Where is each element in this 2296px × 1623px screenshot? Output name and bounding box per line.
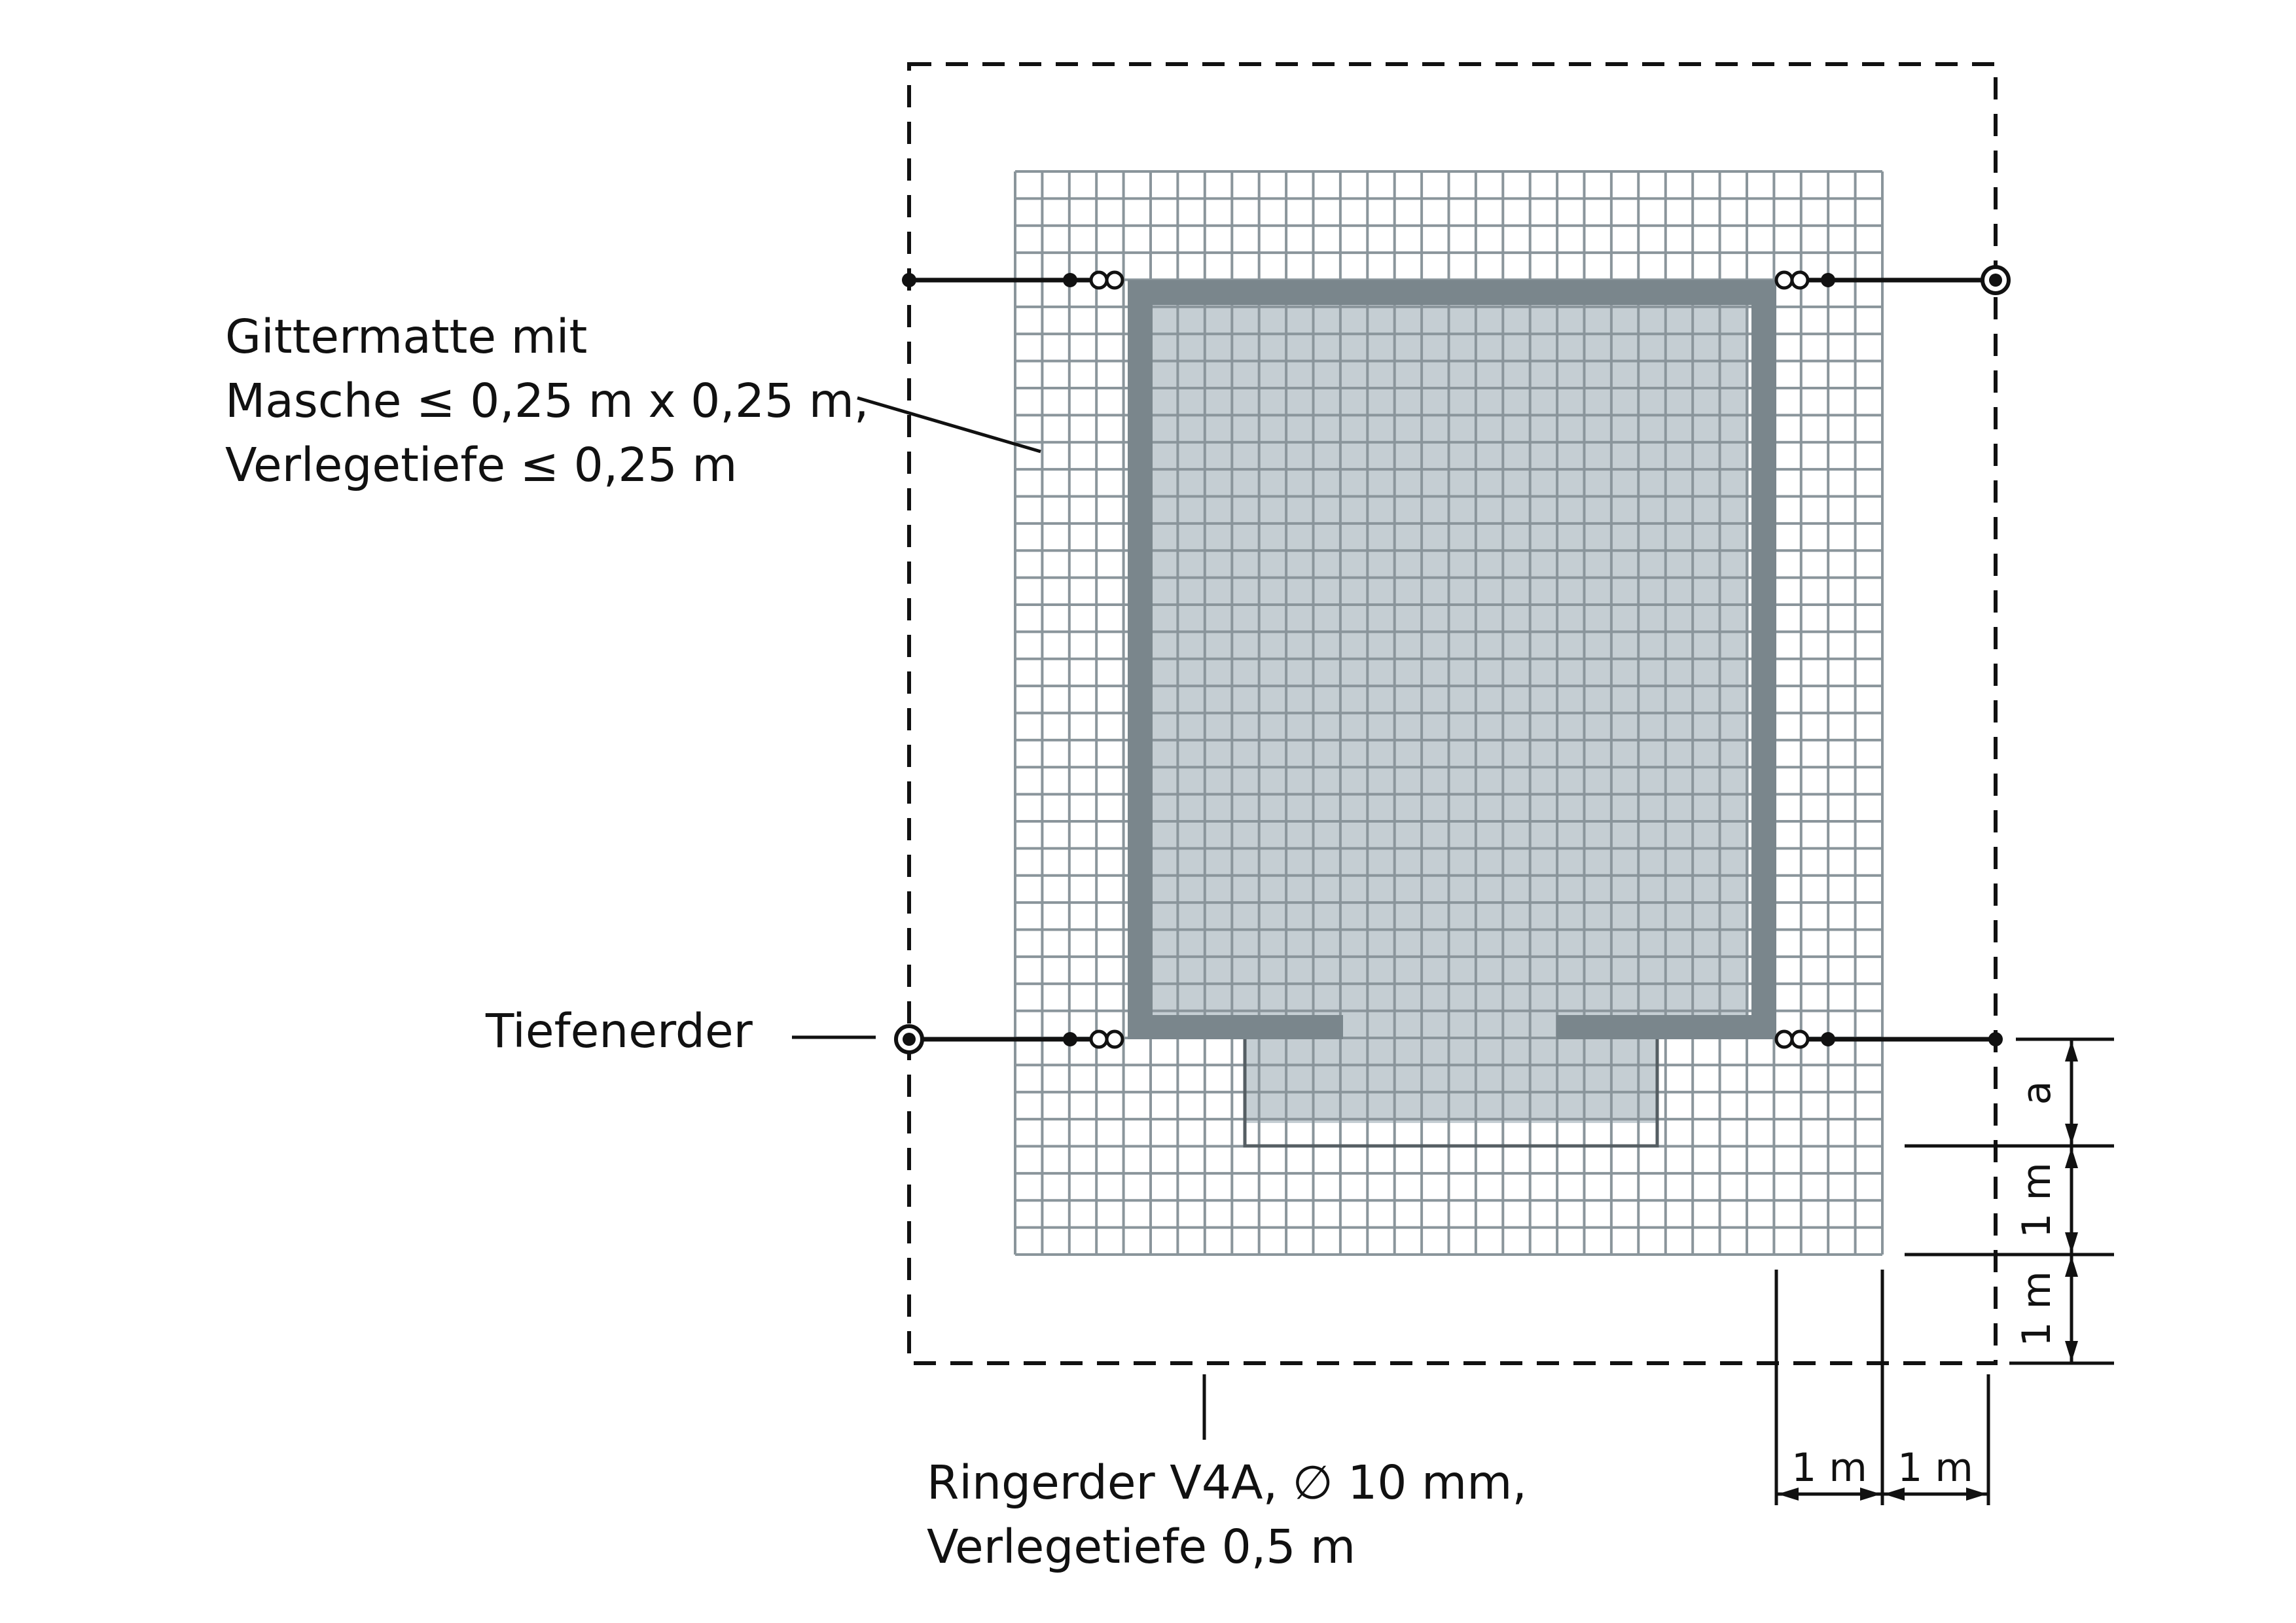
dim-label-a: a bbox=[2014, 1081, 2060, 1105]
terminal-clamp-icon bbox=[1790, 270, 1810, 290]
terminal-clamp-icon bbox=[1774, 270, 1794, 290]
junction-dot bbox=[902, 273, 916, 287]
junction-dot bbox=[1821, 273, 1835, 287]
entrance-outline bbox=[1243, 1029, 1659, 1148]
junction-dot bbox=[1821, 1032, 1835, 1046]
dimension-lines bbox=[1774, 1037, 2114, 1505]
dim-label-right-upper: 1 m bbox=[2014, 1162, 2060, 1238]
deep-earth-electrode-top-right bbox=[1981, 265, 2011, 295]
terminal-clamp-icon bbox=[1089, 1029, 1109, 1049]
arrow-left-icon bbox=[1778, 1488, 1799, 1501]
connection-lines bbox=[909, 277, 1996, 1042]
ring-earth-label-line1: Ringerder V4A, ∅ 10 mm, bbox=[927, 1455, 1527, 1510]
terminal-clamp-icon bbox=[1774, 1029, 1794, 1049]
junction-dot bbox=[1988, 1032, 2003, 1046]
deep-earth-electrode-bottom-left bbox=[894, 1024, 924, 1054]
deep-earth-core-icon bbox=[1989, 274, 2002, 287]
deep-earth-label: Tiefenerder bbox=[485, 1004, 753, 1058]
arrow-down-icon bbox=[2065, 1124, 2078, 1145]
arrow-left-icon bbox=[1884, 1488, 1905, 1501]
terminal-clamp-icon bbox=[1105, 1029, 1124, 1049]
ring-earth-label-line2: Verlegetiefe 0,5 m bbox=[927, 1520, 1355, 1574]
leader-lines bbox=[792, 396, 1206, 1440]
arrow-up-icon bbox=[2065, 1041, 2078, 1061]
deep-earth-core-icon bbox=[903, 1033, 916, 1046]
arrow-up-icon bbox=[2065, 1256, 2078, 1277]
dim-label-bottom-right: 1 m bbox=[1897, 1445, 1973, 1491]
dim-label-right-lower: 1 m bbox=[2014, 1271, 2060, 1347]
terminal-clamp-icon bbox=[1089, 270, 1109, 290]
arrow-up-icon bbox=[2065, 1147, 2078, 1168]
junction-dot bbox=[1063, 273, 1077, 287]
arrow-right-icon bbox=[1966, 1488, 1987, 1501]
junction-dots bbox=[902, 273, 2003, 1046]
dimension-arrows bbox=[1778, 1041, 2078, 1501]
grid-mat-label-line3: Verlegetiefe ≤ 0,25 m bbox=[225, 438, 737, 492]
grid-mat-label-line2: Masche ≤ 0,25 m x 0,25 m, bbox=[225, 374, 869, 428]
arrow-down-icon bbox=[2065, 1232, 2078, 1253]
grid-mat-label-line1: Gittermatte mit bbox=[225, 310, 587, 364]
leader-grid-mat bbox=[857, 396, 1041, 454]
arrow-down-icon bbox=[2065, 1341, 2078, 1362]
junction-dot bbox=[1063, 1032, 1077, 1046]
ring-earth-electrode bbox=[907, 62, 1998, 1365]
terminal-clamps bbox=[1089, 270, 1810, 1049]
dim-label-bottom-left: 1 m bbox=[1791, 1445, 1867, 1491]
terminal-clamp-icon bbox=[1790, 1029, 1810, 1049]
arrow-right-icon bbox=[1860, 1488, 1881, 1501]
terminal-clamp-icon bbox=[1105, 270, 1124, 290]
